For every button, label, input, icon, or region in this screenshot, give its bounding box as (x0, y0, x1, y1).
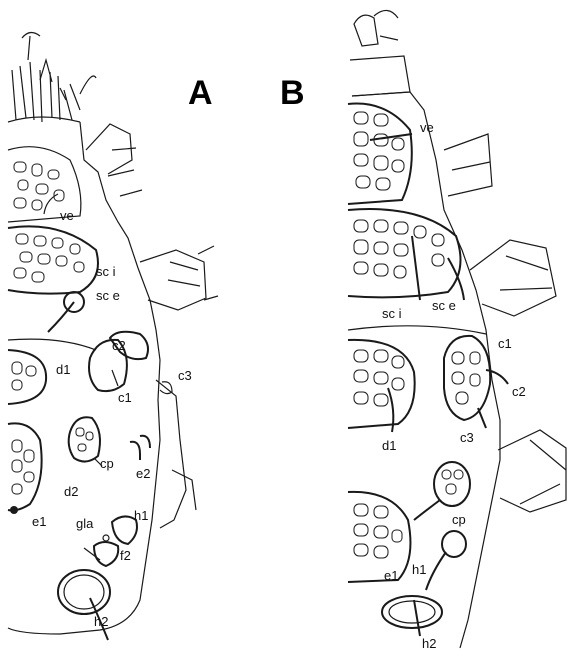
panel-a-seta-c1 (112, 370, 118, 386)
panel-b-leg-3 (498, 430, 566, 512)
panel-a-shield-1-cells (14, 162, 64, 210)
panel-a-seta-f2 (84, 548, 100, 560)
panel-b-shield-c-line (348, 326, 486, 334)
panel-a-seta-e1 (10, 506, 18, 514)
panel-a-leg-lower (156, 380, 196, 528)
panel-a-seta-e2 (130, 442, 140, 460)
panel-a-shield-d-cells (12, 362, 36, 390)
panel-a-label-d2: d2 (64, 484, 78, 499)
panel-a-shield-c (8, 339, 96, 350)
panel-a-plate-cp-cells (76, 428, 93, 451)
panel-b-seta-sci (412, 236, 420, 300)
panel-a-label-e2: e2 (136, 466, 150, 481)
panel-b-seta-c3 (478, 408, 486, 428)
panel-b-seta-cp (414, 500, 440, 520)
panel-a-plate-cp (69, 417, 100, 461)
panel-b-shield-e-cells (354, 504, 402, 558)
panel-a-leg-middle (140, 246, 218, 310)
panel-b-mouthparts (350, 10, 410, 96)
panel-a-leg-upper (86, 124, 142, 196)
panel-b-label-c3: c3 (460, 430, 474, 445)
panel-a-label-ve: ve (60, 208, 74, 223)
panel-a-label-cp: cp (100, 456, 114, 471)
panel-b-plate-h2-inner (389, 601, 435, 623)
panel-b-label-c1: c1 (498, 336, 512, 351)
panel-b-plate-c (444, 336, 490, 420)
panel-a-seta-sce (48, 302, 74, 332)
panel-b-label-c2: c2 (512, 384, 526, 399)
panel-b-label-ve: ve (420, 120, 434, 135)
panel-b-plate-c-cells (452, 352, 480, 404)
panel-b-seta-h2 (414, 600, 420, 636)
panel-b-label-sce: sc e (432, 298, 456, 313)
panel-b-label-cp: cp (452, 512, 466, 527)
panel-a-label-sce: sc e (96, 288, 120, 303)
panel-a-plate-h2-inner (64, 575, 104, 609)
panel-a-body-outline (8, 122, 160, 634)
panel-a-label-c3: c3 (178, 368, 192, 383)
panel-a-seta-e2b (140, 436, 150, 448)
panel-a-gland-gla (103, 535, 109, 541)
panel-a-label-c2: c2 (112, 338, 126, 353)
panel-a-label-f2: f2 (120, 548, 131, 563)
panel-a (8, 32, 218, 640)
panel-b-shield-ve-cells (354, 112, 404, 190)
panel-a-shield-2-cells (14, 234, 84, 282)
panel-a-label-gla: gla (76, 516, 94, 531)
panel-b-label-e1: e1 (384, 568, 398, 583)
panel-a-label-sci: sc i (96, 264, 116, 279)
panel-b-label-d1: d1 (382, 438, 396, 453)
panel-b-shield-d1-cells (354, 350, 404, 406)
panel-b-leg-1 (444, 134, 492, 196)
panel-b (348, 10, 566, 648)
panel-a-labels: A ve sc i sc e c2 d1 c1 c3 cp e2 d2 e1 h… (32, 74, 213, 629)
panel-b-letter: B (280, 74, 305, 112)
panel-a-shield-e-cells (12, 440, 34, 494)
panel-a-label-h2: h2 (94, 614, 108, 629)
panel-a-plate-h2 (58, 570, 110, 614)
panel-a-label-c1: c1 (118, 390, 132, 405)
panel-b-label-sci: sc i (382, 306, 402, 321)
panel-b-plate-cp-cells (442, 470, 463, 494)
panel-a-shield-d (8, 350, 46, 404)
panel-b-leg-2 (470, 240, 556, 316)
panel-b-label-h2: h2 (422, 636, 436, 651)
panel-a-plate-f2 (94, 542, 118, 566)
panel-b-shield-sc-cells (354, 220, 444, 278)
panel-a-letter: A (188, 74, 213, 112)
panel-a-label-e1: e1 (32, 514, 46, 529)
panel-a-label-d1: d1 (56, 362, 70, 377)
panel-b-seta-h1 (426, 552, 446, 590)
panel-b-label-h1: h1 (412, 562, 426, 577)
panel-a-mouthparts (8, 32, 96, 122)
panel-a-label-h1: h1 (134, 508, 148, 523)
